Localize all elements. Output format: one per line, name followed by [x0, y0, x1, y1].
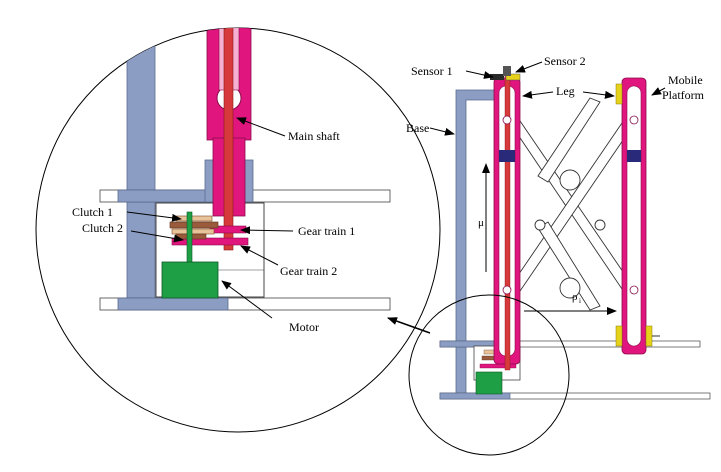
main-shaft [223, 28, 234, 251]
rho-symbol: ρ [572, 291, 578, 303]
label-main-shaft: Main shaft [288, 129, 340, 143]
label-gear-train-2: Gear train 2 [280, 264, 337, 278]
label-platform: Platform [662, 88, 705, 102]
label-leg: Leg [556, 84, 575, 98]
base-bottom-flange [117, 297, 229, 311]
sensor-1-block [490, 74, 504, 80]
motor [161, 261, 219, 299]
label-gear-train-1: Gear train 1 [298, 224, 355, 238]
rho-subscript: i [579, 297, 581, 305]
right-annotations: Sensor 1 Sensor 2 Leg Base Mobile Platfo… [406, 54, 705, 136]
scissor-linkage [507, 97, 635, 311]
leg-right [615, 77, 660, 355]
label-motor: Motor [289, 320, 319, 334]
base-column [126, 28, 156, 311]
label-sensor-1: Sensor 1 [411, 64, 453, 78]
mu-subscript: i [485, 223, 487, 231]
mu-symbol: μ [478, 217, 484, 229]
sensor-2-block [505, 73, 521, 81]
label-mobile: Mobile [668, 73, 703, 87]
motor-shaft [186, 211, 193, 265]
label-clutch-2: Clutch 2 [82, 221, 123, 235]
label-base: Base [406, 121, 429, 135]
magnifier-circle-small [408, 294, 570, 456]
gear-train-2 [171, 237, 249, 246]
enlarged-view [35, 27, 441, 433]
label-sensor-2: Sensor 2 [544, 54, 586, 68]
leg-left [493, 69, 521, 371]
left-annotations: Main shaft Clutch 1 Clutch 2 Gear train … [72, 117, 355, 334]
motor-small [475, 371, 503, 395]
sensors [490, 66, 521, 81]
full-view: μ i ρ i [408, 66, 711, 456]
label-clutch-1: Clutch 1 [72, 205, 113, 219]
